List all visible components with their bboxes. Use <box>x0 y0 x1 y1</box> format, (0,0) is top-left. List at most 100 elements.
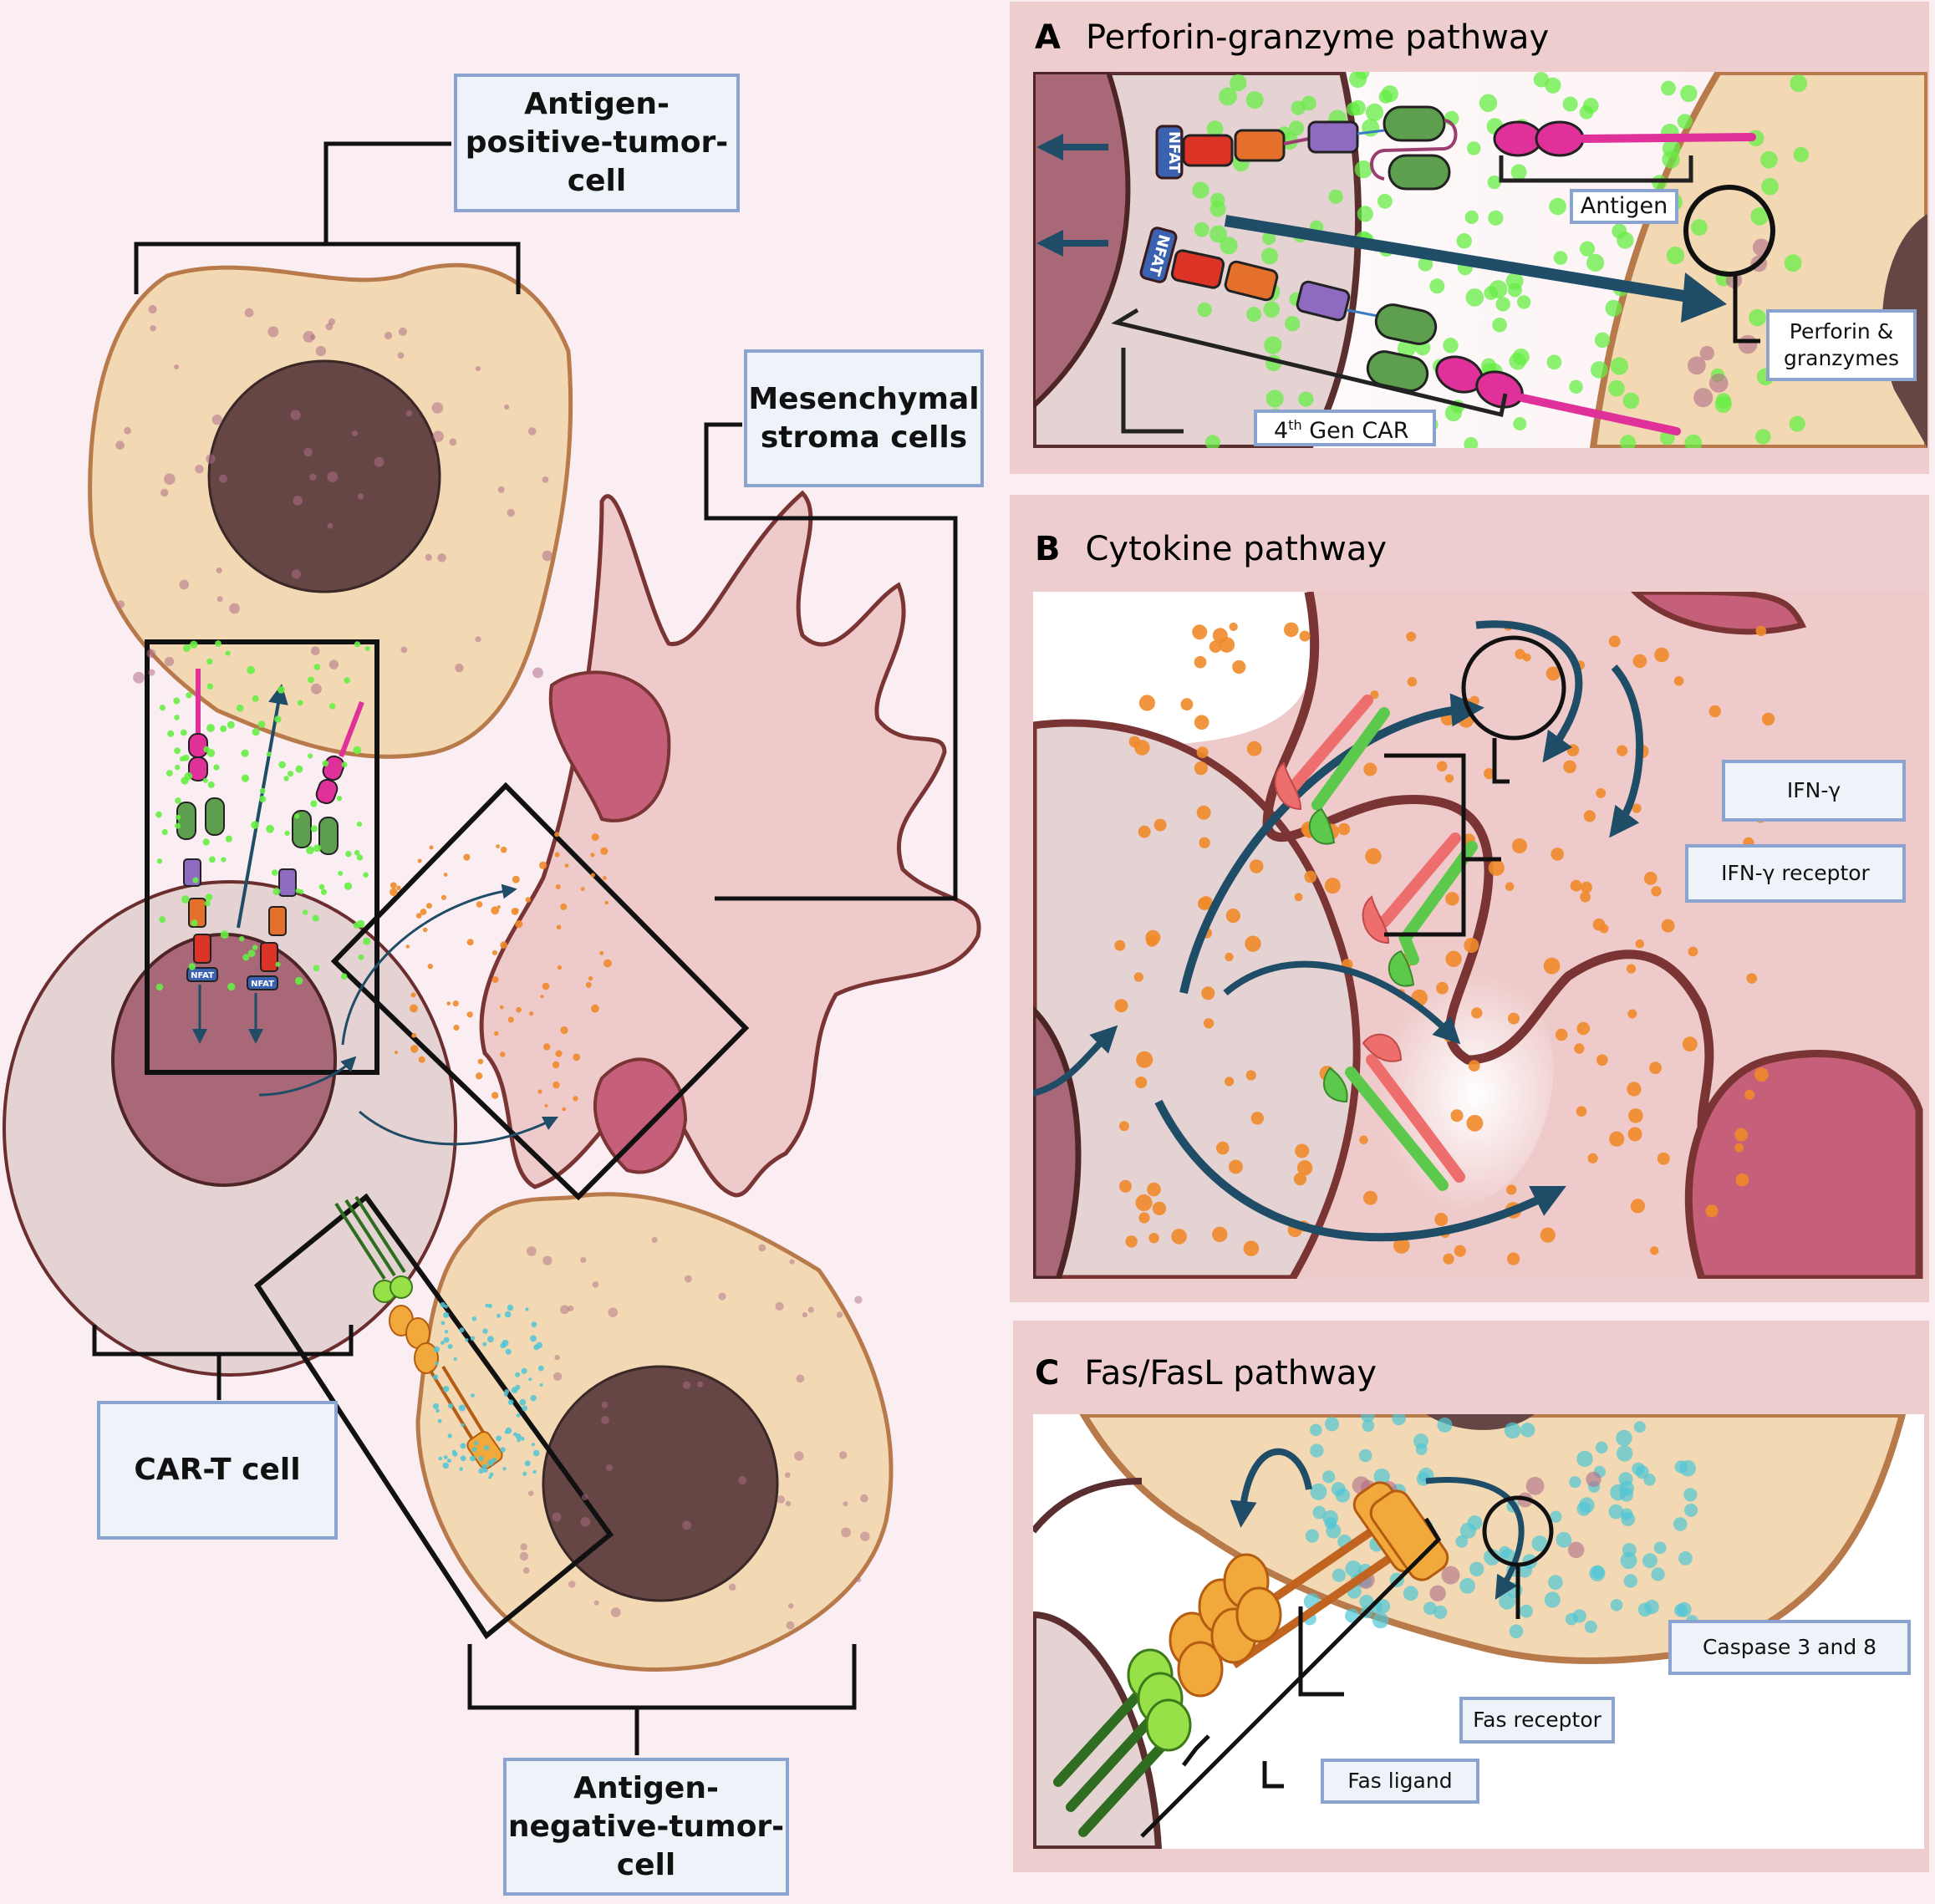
ifn-gamma-dot <box>588 975 593 981</box>
ifn-gamma-dot <box>1295 1143 1310 1158</box>
granule-dot <box>133 671 145 684</box>
caspase-dot <box>1326 1523 1342 1539</box>
label-fas-ligand: Fas ligand <box>1321 1759 1479 1804</box>
perforin-dot <box>182 644 191 652</box>
granule-dot <box>206 454 216 464</box>
caspase-dot <box>1392 1414 1406 1426</box>
perforin-dot <box>1495 297 1510 312</box>
ifn-gamma-dot <box>580 887 585 892</box>
perforin-dot <box>1677 114 1693 130</box>
perforin-dot <box>1517 295 1531 309</box>
caspase-dot <box>446 1459 451 1464</box>
ifn-gamma-dot <box>1133 972 1143 982</box>
caspase-arrow <box>1425 1477 1525 1601</box>
ifn-gamma-dot <box>475 1072 483 1080</box>
ifn-gamma-dot <box>1551 848 1564 861</box>
caspase-dot <box>1373 1468 1390 1485</box>
caspase-dot <box>460 1443 466 1449</box>
granule-dot <box>1688 356 1706 375</box>
ifn-gamma-dot <box>560 903 568 910</box>
caspase-dot <box>447 1433 452 1438</box>
ifn-gamma-dot <box>1203 1018 1214 1029</box>
granule-dot <box>1699 345 1714 361</box>
caspase-arrow <box>1230 1448 1312 1528</box>
caspase-dot <box>484 1445 490 1451</box>
caspase-dot <box>504 1311 512 1318</box>
caspase-dot <box>444 1330 449 1334</box>
granule-dot <box>431 402 444 414</box>
perforin-dot <box>313 664 321 670</box>
granule-dot <box>315 345 327 357</box>
granule-dot <box>455 663 464 673</box>
caspase-dot <box>531 1321 537 1327</box>
perforin-dot <box>1481 358 1496 374</box>
ifn-gamma-dot <box>493 1031 499 1036</box>
caspase-dot <box>485 1303 489 1308</box>
caspase-dot <box>1372 1611 1389 1629</box>
caspase-dot <box>525 1307 529 1311</box>
perforin-dot <box>1265 389 1284 408</box>
granule-dot <box>160 488 169 497</box>
label-antigen-negative-tumor-cell: Antigen- negative-tumor- cell <box>503 1758 789 1896</box>
perforin-dot <box>251 821 259 829</box>
perforin-dot <box>336 796 343 802</box>
caspase-dot <box>1520 1423 1535 1438</box>
granule-dot <box>303 447 313 457</box>
caspase-dot <box>507 1399 514 1405</box>
granule-dot <box>553 1372 563 1381</box>
ifn-gamma-dot <box>555 884 561 889</box>
ifn-gamma-dot <box>1734 1143 1744 1153</box>
perforin-dot <box>303 909 308 915</box>
granule-dot <box>124 426 131 435</box>
antigen-positive-tumor-cell <box>88 262 573 759</box>
caspase-dot <box>515 1372 521 1377</box>
ifn-gamma-dot <box>443 873 448 877</box>
perforin-dot <box>202 777 208 783</box>
caspase-dot <box>513 1432 517 1437</box>
granule-dot <box>718 1292 726 1301</box>
ifn-gamma-dot <box>1284 622 1299 638</box>
cytokine-arrow <box>1609 664 1644 838</box>
caspase-dot <box>1616 1429 1632 1447</box>
leader-fas-ligand <box>1262 1761 1284 1789</box>
bracket-fas <box>1140 1517 1442 1838</box>
ifn-gamma-dot <box>591 1004 599 1013</box>
perforin-dot <box>363 937 371 945</box>
perforin-dot <box>227 720 235 729</box>
perforin-dot <box>1509 353 1526 370</box>
ifn-gamma-dot <box>1661 919 1675 933</box>
perforin-dot <box>1289 120 1304 136</box>
ifn-gamma-dot <box>1596 1054 1608 1067</box>
granule-dot <box>1586 1471 1601 1488</box>
perforin-dot <box>1579 241 1596 257</box>
caspase-dot <box>528 1377 532 1382</box>
ifn-gamma-dot <box>1337 822 1351 836</box>
ifn-gamma-dot <box>396 885 401 891</box>
ifn-gamma-dot <box>1245 935 1261 952</box>
caspase-dot <box>470 1336 476 1341</box>
perforin-dot <box>156 858 163 864</box>
ifn-gamma-dot <box>1199 896 1213 910</box>
caspase-dot <box>1644 1600 1659 1615</box>
perforin-dot <box>320 888 328 895</box>
ifn-gamma-dot <box>1216 1141 1230 1155</box>
panel-a-illustration: NFAT NFAT <box>1033 72 1927 448</box>
label-perforin-granzymes: Perforin & granzymes <box>1766 309 1917 381</box>
stroma-membrane <box>1033 1478 1143 1534</box>
perforin-dot <box>363 872 369 878</box>
caspase-dot <box>539 1383 543 1387</box>
label-text: Antigen- negative-tumor- cell <box>507 1770 785 1882</box>
granule-dot <box>374 456 384 467</box>
perforin-dot <box>271 869 278 876</box>
perforin-dot <box>278 761 286 769</box>
granule-dot <box>384 331 393 340</box>
granule-dot <box>116 600 125 608</box>
granule-dot <box>325 323 334 331</box>
granule-dot <box>1738 334 1758 354</box>
perforin-dot <box>181 895 190 904</box>
granule-dot <box>854 1296 863 1304</box>
ifn-gamma-dot <box>1507 1252 1520 1265</box>
granule-dot <box>115 440 125 450</box>
ifn-gamma-dot <box>1125 1235 1138 1248</box>
